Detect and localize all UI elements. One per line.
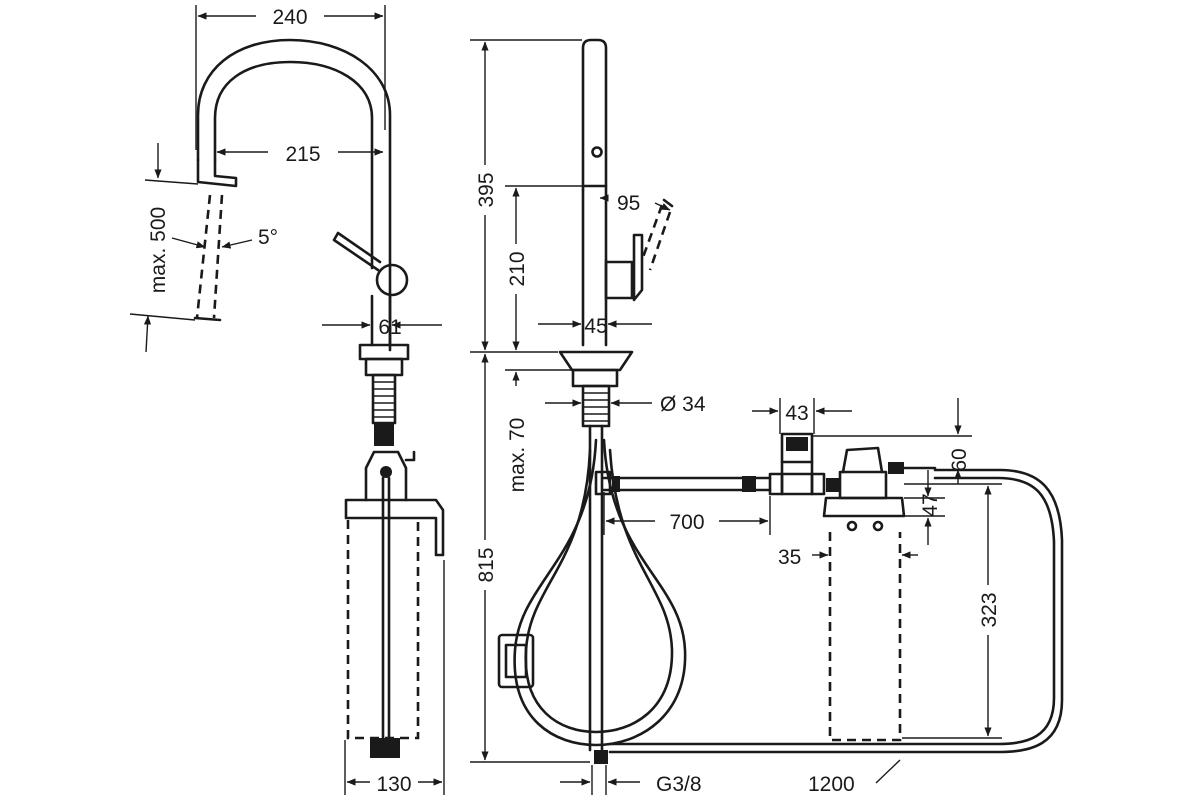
valve-cap — [786, 437, 808, 451]
shank-threads — [373, 381, 395, 418]
dim-g38-label: G3/8 — [656, 773, 702, 796]
front-view: 240 215 max. 500 5° 61 130 — [129, 3, 445, 796]
mount-nut — [374, 424, 394, 446]
base-collar-side — [571, 368, 619, 388]
supply-tee — [594, 470, 612, 496]
cable-1200 — [608, 468, 1064, 754]
spout-column — [581, 38, 608, 262]
hose-weight-detail — [504, 643, 528, 679]
lever-side — [632, 233, 644, 302]
body-lower — [370, 293, 392, 347]
dim-395-label: 395 — [475, 172, 498, 207]
valve-detail — [780, 460, 814, 476]
hose-loop-outer — [513, 438, 687, 747]
hose-left — [381, 476, 391, 742]
lever-rotation-range — [640, 204, 672, 271]
battery-outline — [828, 532, 902, 742]
angle-arrow-right — [221, 239, 253, 249]
threaded-shank — [371, 373, 397, 425]
cabinet-outline — [346, 520, 420, 740]
shank-threads-side — [583, 392, 609, 422]
dim-1200-label: 1200 — [808, 773, 855, 796]
valve-block — [780, 432, 814, 496]
dim-45-label: 45 — [584, 315, 607, 338]
spout-outer — [196, 38, 392, 352]
lever-hub — [375, 263, 409, 297]
base-ring — [358, 343, 410, 361]
base-collar — [364, 357, 404, 377]
control-box — [838, 470, 888, 500]
spout-inner — [213, 60, 374, 270]
valve-outlet — [810, 472, 826, 496]
valve-nut — [826, 478, 840, 492]
hose-connector — [380, 466, 392, 478]
base-plate-side — [558, 350, 634, 372]
dim-130-label: 130 — [376, 773, 411, 796]
spray-pullout-path — [195, 194, 224, 319]
hose-end-fitting — [594, 750, 608, 764]
dim-95-label: 95 — [617, 192, 640, 215]
tee-nut — [612, 476, 620, 492]
side-view: 395 210 95 45 max. 70 Ø 34 815 G3/8 — [470, 38, 1064, 796]
hose-weight-side — [497, 633, 535, 689]
angle-arrow-left — [171, 237, 206, 249]
dim-60-label: 60 — [948, 448, 971, 471]
sink-top — [344, 498, 445, 557]
dim-max500-label: max. 500 — [147, 207, 170, 293]
dim-815-label: 815 — [475, 547, 498, 582]
bracket-pin — [404, 450, 416, 462]
dim-323-label: 323 — [978, 592, 1001, 627]
shank-side — [581, 384, 611, 428]
dim-210-label: 210 — [506, 251, 529, 286]
dim-500-bottom — [143, 315, 152, 353]
dim-700-label: 700 — [669, 511, 704, 534]
dim-dia34-label: Ø 34 — [660, 393, 706, 416]
line-nut — [742, 476, 756, 492]
lever-open — [662, 198, 674, 208]
spray-button — [591, 146, 603, 158]
hose-weight — [370, 738, 400, 758]
spray-head-extended — [193, 316, 222, 322]
control-box-top — [841, 446, 884, 474]
angle-5-label: 5° — [258, 226, 278, 249]
screw-left — [846, 520, 858, 532]
dim-35-label: 35 — [778, 546, 801, 569]
valve-inlet — [768, 472, 784, 496]
control-box-base — [822, 496, 906, 518]
dim-43-label: 43 — [785, 402, 808, 425]
dim-max70-label: max. 70 — [506, 418, 529, 493]
dim-215-label: 215 — [285, 143, 320, 166]
lever-hub-side — [604, 260, 634, 300]
dim-240-label: 240 — [272, 6, 307, 29]
dim-95-arrow — [654, 202, 671, 211]
mounting-bracket — [364, 450, 408, 502]
screw-right — [872, 520, 884, 532]
hose-loop-inner — [524, 448, 674, 734]
dim-47-label: 47 — [919, 493, 942, 516]
control-outlet — [888, 462, 904, 474]
lever-handle — [332, 231, 382, 272]
dim-61-label: 61 — [378, 316, 401, 339]
spray-head — [196, 158, 238, 188]
cable-1200-inner — [608, 476, 1056, 746]
